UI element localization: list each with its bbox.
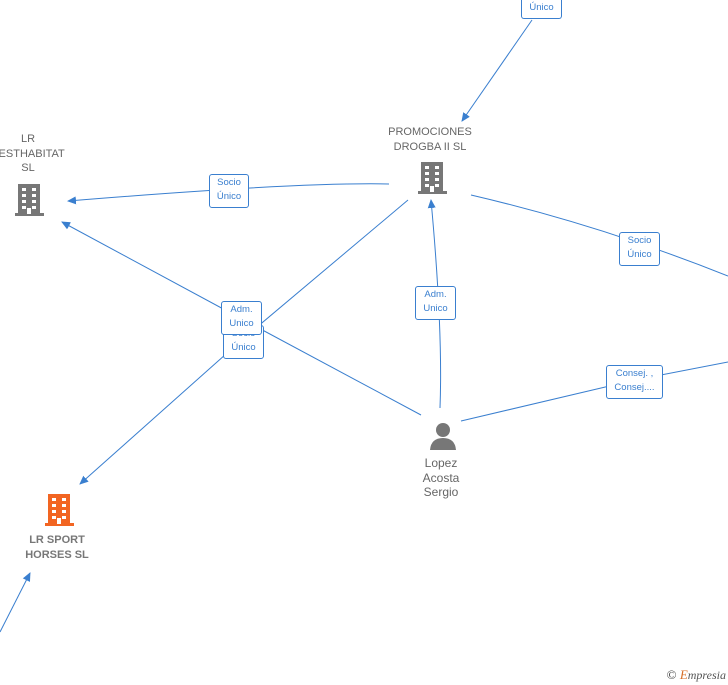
edge-label-top-socio: Único	[521, 0, 562, 19]
brand-logo-initial: E	[679, 667, 688, 682]
person-icon	[430, 423, 456, 450]
node-label-person[interactable]: Lopez Acosta Sergio	[422, 456, 460, 499]
node-label-lr-sport[interactable]: LR SPORT HORSES SL	[25, 534, 89, 561]
edge-label-consej: Consej. , Consej....	[606, 365, 663, 399]
edge-label-socio-unico-left: Socio Único	[209, 174, 249, 208]
node-label-lr-investhabitat[interactable]: LR VESTHABITAT SL	[0, 133, 65, 174]
copyright-watermark: © Empresia	[667, 667, 726, 683]
brand-logo-text: mpresia	[687, 668, 726, 682]
node-label-promociones[interactable]: PROMOCIONES DROGBA II SL	[388, 126, 472, 153]
building-icon-highlight	[45, 494, 74, 526]
copyright-symbol: ©	[666, 667, 677, 682]
edge-label-adm-unico-mid: Adm. Unico	[221, 301, 262, 335]
edge-promociones-to-investhabitat	[67, 183, 390, 205]
building-icon	[15, 184, 44, 216]
edge-label-adm-unico-center: Adm. Unico	[415, 286, 456, 320]
building-icon	[418, 162, 447, 194]
edge-bottomleft-to-lrsport	[0, 572, 31, 633]
edge-promociones-to-right	[470, 194, 728, 277]
edge-top-to-promociones	[461, 19, 533, 122]
edge-label-socio-unico-right: Socio Único	[619, 232, 660, 266]
edge-person-to-right	[460, 361, 728, 422]
